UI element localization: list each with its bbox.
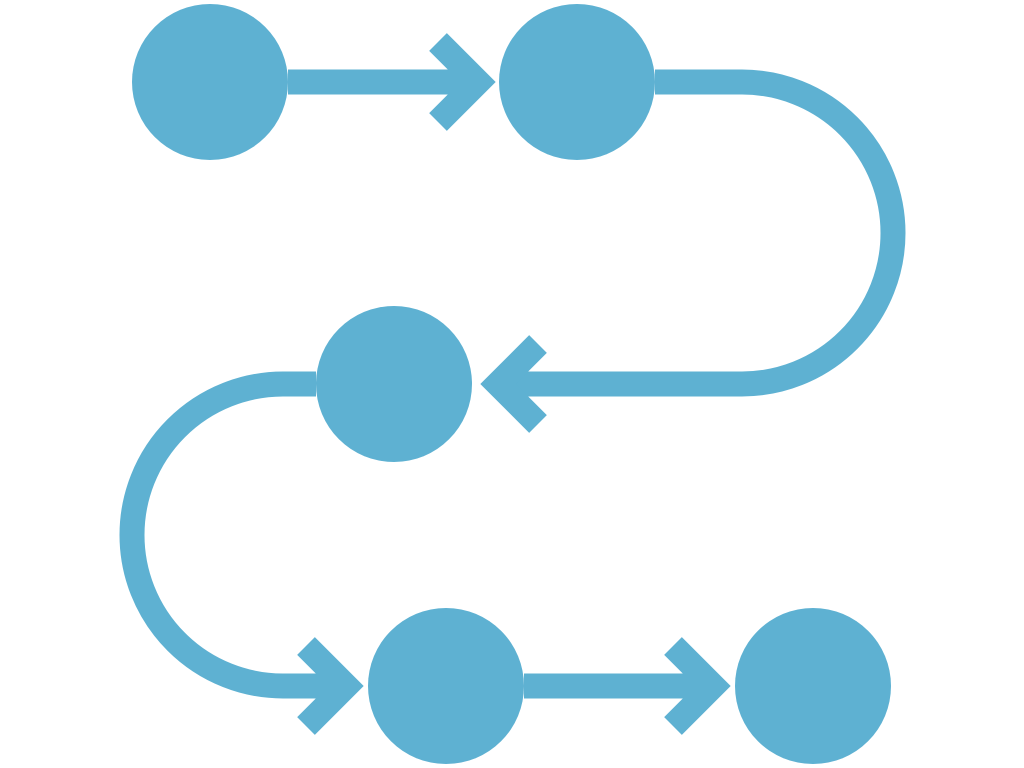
node-step-1 [132, 4, 288, 160]
arrowhead-icon [297, 637, 364, 735]
node-step-2 [499, 4, 655, 160]
node-layer [132, 4, 891, 764]
arrowhead-layer [297, 33, 731, 735]
node-step-3 [316, 306, 472, 462]
node-step-4 [368, 608, 524, 764]
arrowhead-icon [664, 637, 731, 735]
arrowhead-icon [429, 33, 496, 131]
connector-step-3-to-step-4 [119, 371, 346, 699]
connector-layer [119, 69, 906, 699]
connector-step-2-to-step-3 [498, 69, 906, 397]
arrowhead-icon [480, 335, 547, 433]
node-step-5 [735, 608, 891, 764]
